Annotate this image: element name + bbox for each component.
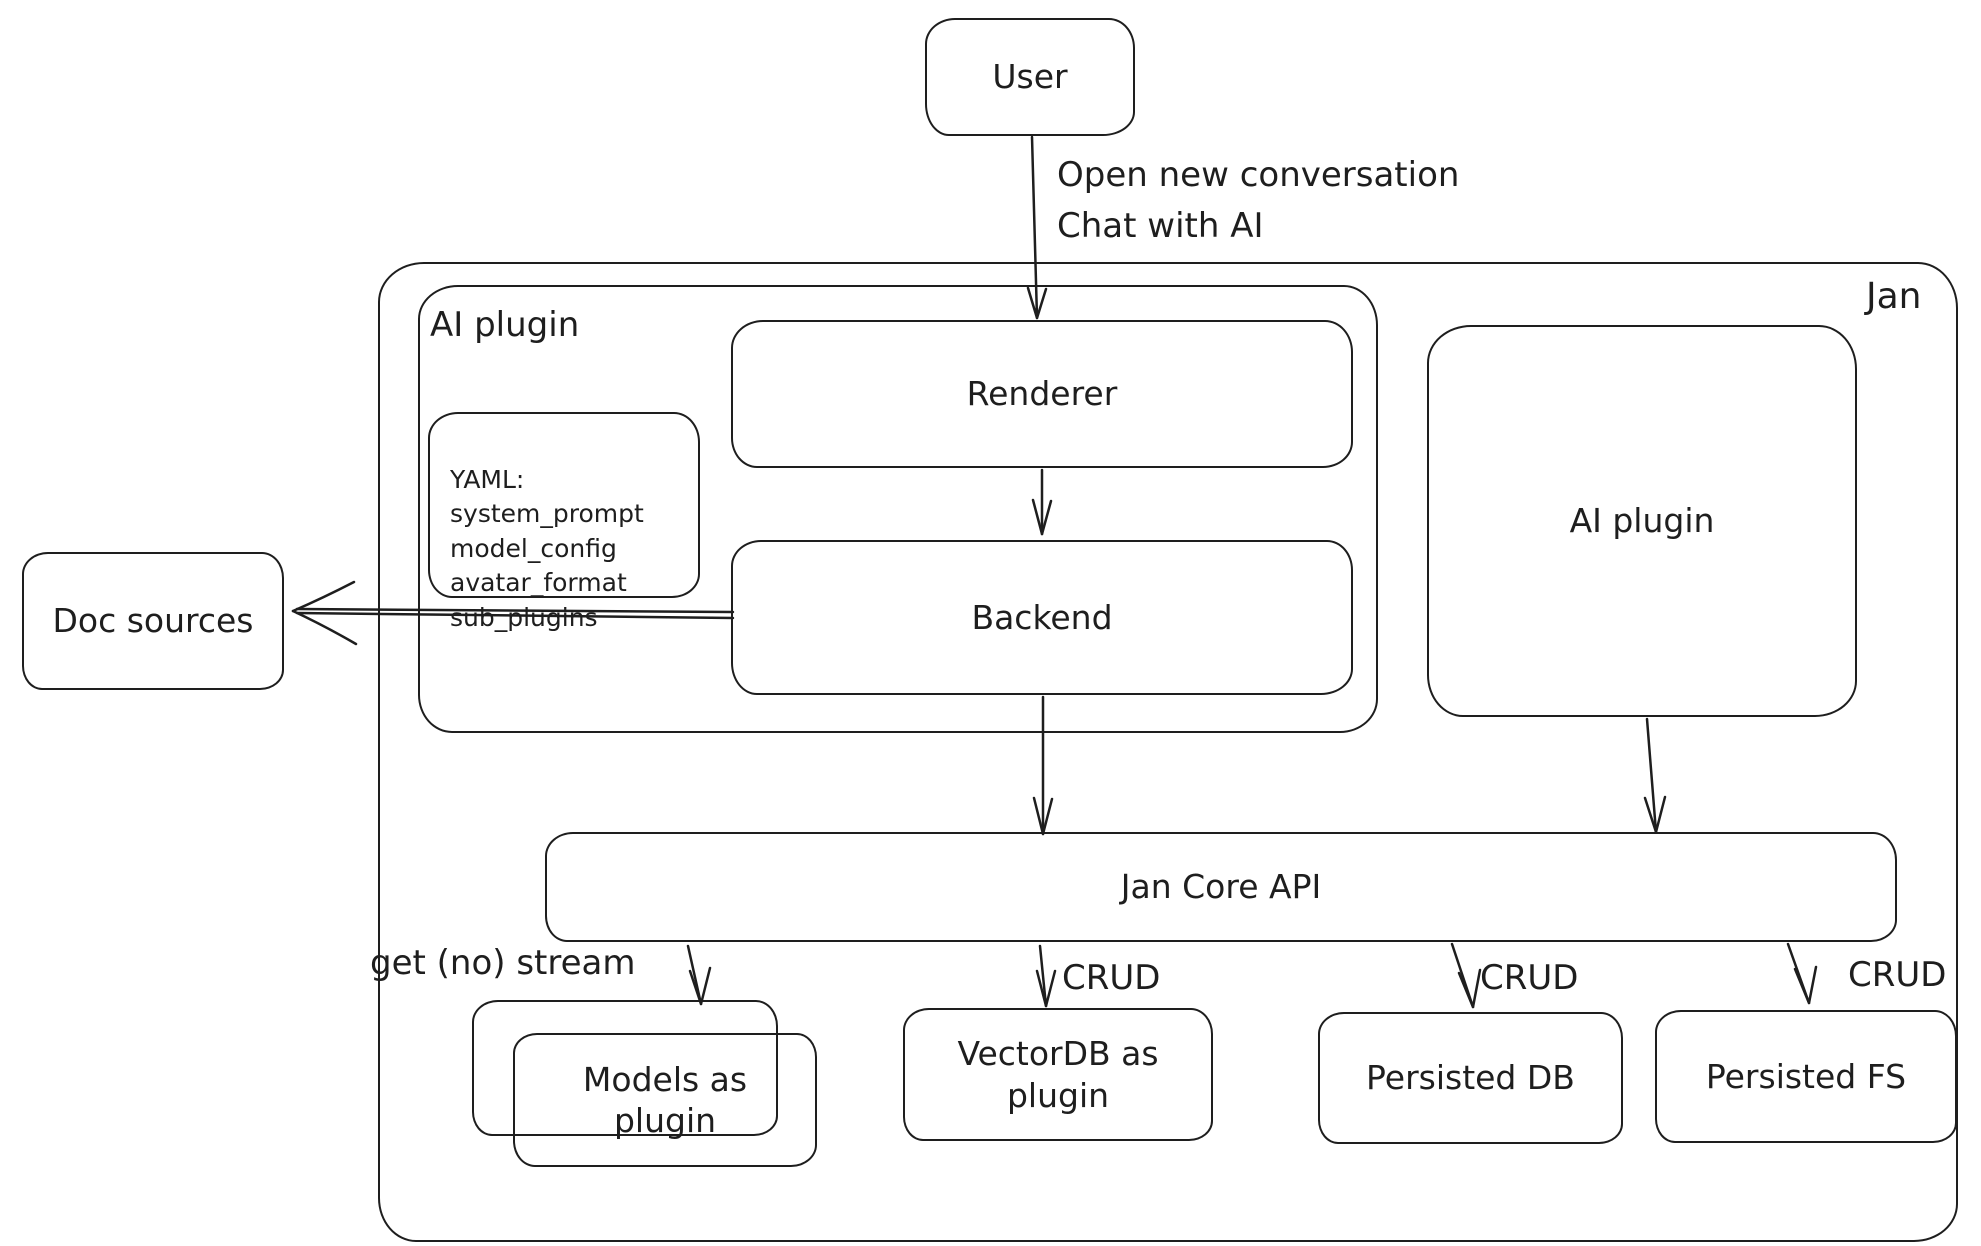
models-as-plugin-back-box (472, 1000, 778, 1136)
ai-plugin-container-box (418, 285, 1378, 733)
jan-container-box (378, 262, 1958, 1242)
ai-plugin-right-node: AI plugin (1427, 325, 1857, 717)
vectordb-as-plugin-node: VectorDB as plugin (903, 1008, 1213, 1141)
ai-plugin-container-label: AI plugin (430, 305, 580, 345)
user-node: User (925, 18, 1135, 136)
renderer-node-label: Renderer (966, 374, 1118, 414)
edge-label-user-to-renderer: Open new conversation Chat with AI (1057, 155, 1460, 246)
jan-core-api-node: Jan Core API (545, 832, 1897, 942)
jan-core-api-label: Jan Core API (1120, 867, 1322, 907)
doc-sources-label: Doc sources (52, 601, 254, 641)
edge-label-crud-persisted-fs: CRUD (1848, 955, 1947, 995)
renderer-node: Renderer (731, 320, 1353, 468)
backend-node-label: Backend (971, 597, 1113, 637)
persisted-db-label: Persisted DB (1366, 1058, 1575, 1098)
yaml-note-node: YAML: system_prompt model_config avatar_… (428, 412, 700, 632)
edge-label-crud-persisted-db: CRUD (1480, 958, 1579, 998)
models-as-plugin-label: Models as plugin (582, 1059, 748, 1140)
models-as-plugin-node: Models as plugin (513, 1033, 817, 1167)
edge-label-get-no-stream: get (no) stream (370, 943, 636, 983)
user-node-label: User (992, 57, 1068, 97)
jan-container-label: Jan (1866, 276, 1922, 317)
vectordb-as-plugin-label: VectorDB as plugin (957, 1034, 1159, 1115)
persisted-fs-label: Persisted FS (1705, 1056, 1907, 1096)
persisted-db-node: Persisted DB (1318, 1012, 1623, 1144)
doc-sources-node: Doc sources (22, 552, 284, 690)
backend-node: Backend (731, 540, 1353, 695)
persisted-fs-node: Persisted FS (1655, 1010, 1957, 1143)
yaml-note-text: YAML: system_prompt model_config avatar_… (450, 464, 644, 632)
edge-label-crud-vectordb: CRUD (1062, 958, 1161, 998)
ai-plugin-right-label: AI plugin (1569, 501, 1715, 541)
